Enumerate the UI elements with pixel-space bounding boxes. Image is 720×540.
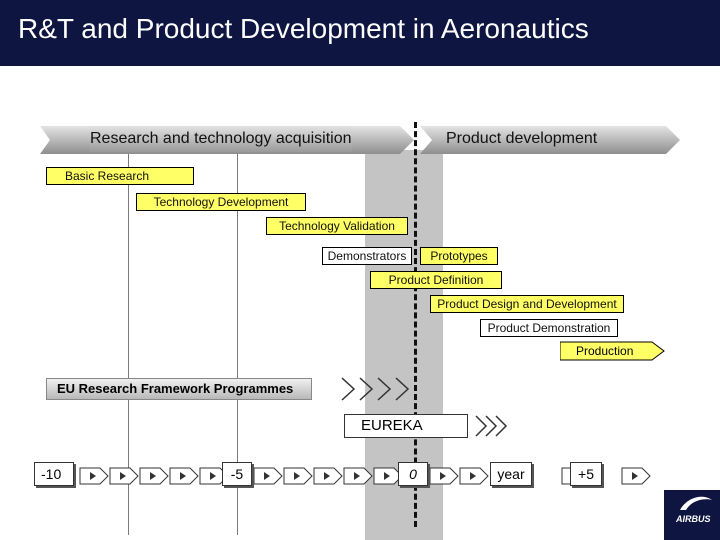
demonstrators-bar: Demonstrators: [322, 247, 412, 265]
tick-year: year: [490, 462, 532, 486]
guide-line-minus-5: [237, 150, 238, 535]
tick-minus-10: -10: [34, 462, 74, 486]
production-label: Production: [576, 344, 634, 358]
zero-milestone-line: [414, 122, 417, 527]
eu-continuation-chevrons: [341, 377, 410, 401]
airbus-swirl-icon: [680, 496, 712, 510]
product-phase-label: Product development: [446, 130, 598, 147]
tick-minus-5: -5: [222, 462, 252, 486]
guide-line-minus-10: [128, 150, 129, 535]
timeline-axis: [79, 467, 651, 485]
technology-validation-bar: Technology Validation: [266, 217, 408, 235]
prototypes-bar: Prototypes: [420, 247, 498, 265]
page-title: R&T and Product Development in Aeronauti…: [18, 13, 589, 44]
tick-plus-5: +5: [570, 462, 602, 486]
basic-research-bar: Basic Research: [46, 167, 194, 185]
eu-framework-programmes: EU Research Framework Programmes: [46, 378, 312, 400]
eureka-continuation-chevrons: [475, 415, 508, 437]
airbus-logo-text: AIRBUS: [676, 514, 711, 524]
title-bar: R&T and Product Development in Aeronauti…: [0, 0, 720, 66]
product-phase-arrow: [420, 126, 680, 154]
research-phase-label: Research and technology acquisition: [90, 126, 352, 152]
product-design-bar: Product Design and Development: [430, 295, 624, 313]
technology-development-bar: Technology Development: [136, 193, 306, 211]
eureka-programme: EUREKA: [344, 414, 468, 438]
airbus-logo: AIRBUS: [664, 490, 720, 540]
product-demonstration-bar: Product Demonstration: [480, 319, 618, 337]
tick-zero: 0: [398, 462, 428, 486]
product-definition-bar: Product Definition: [370, 271, 502, 289]
production-arrow: [560, 341, 665, 361]
